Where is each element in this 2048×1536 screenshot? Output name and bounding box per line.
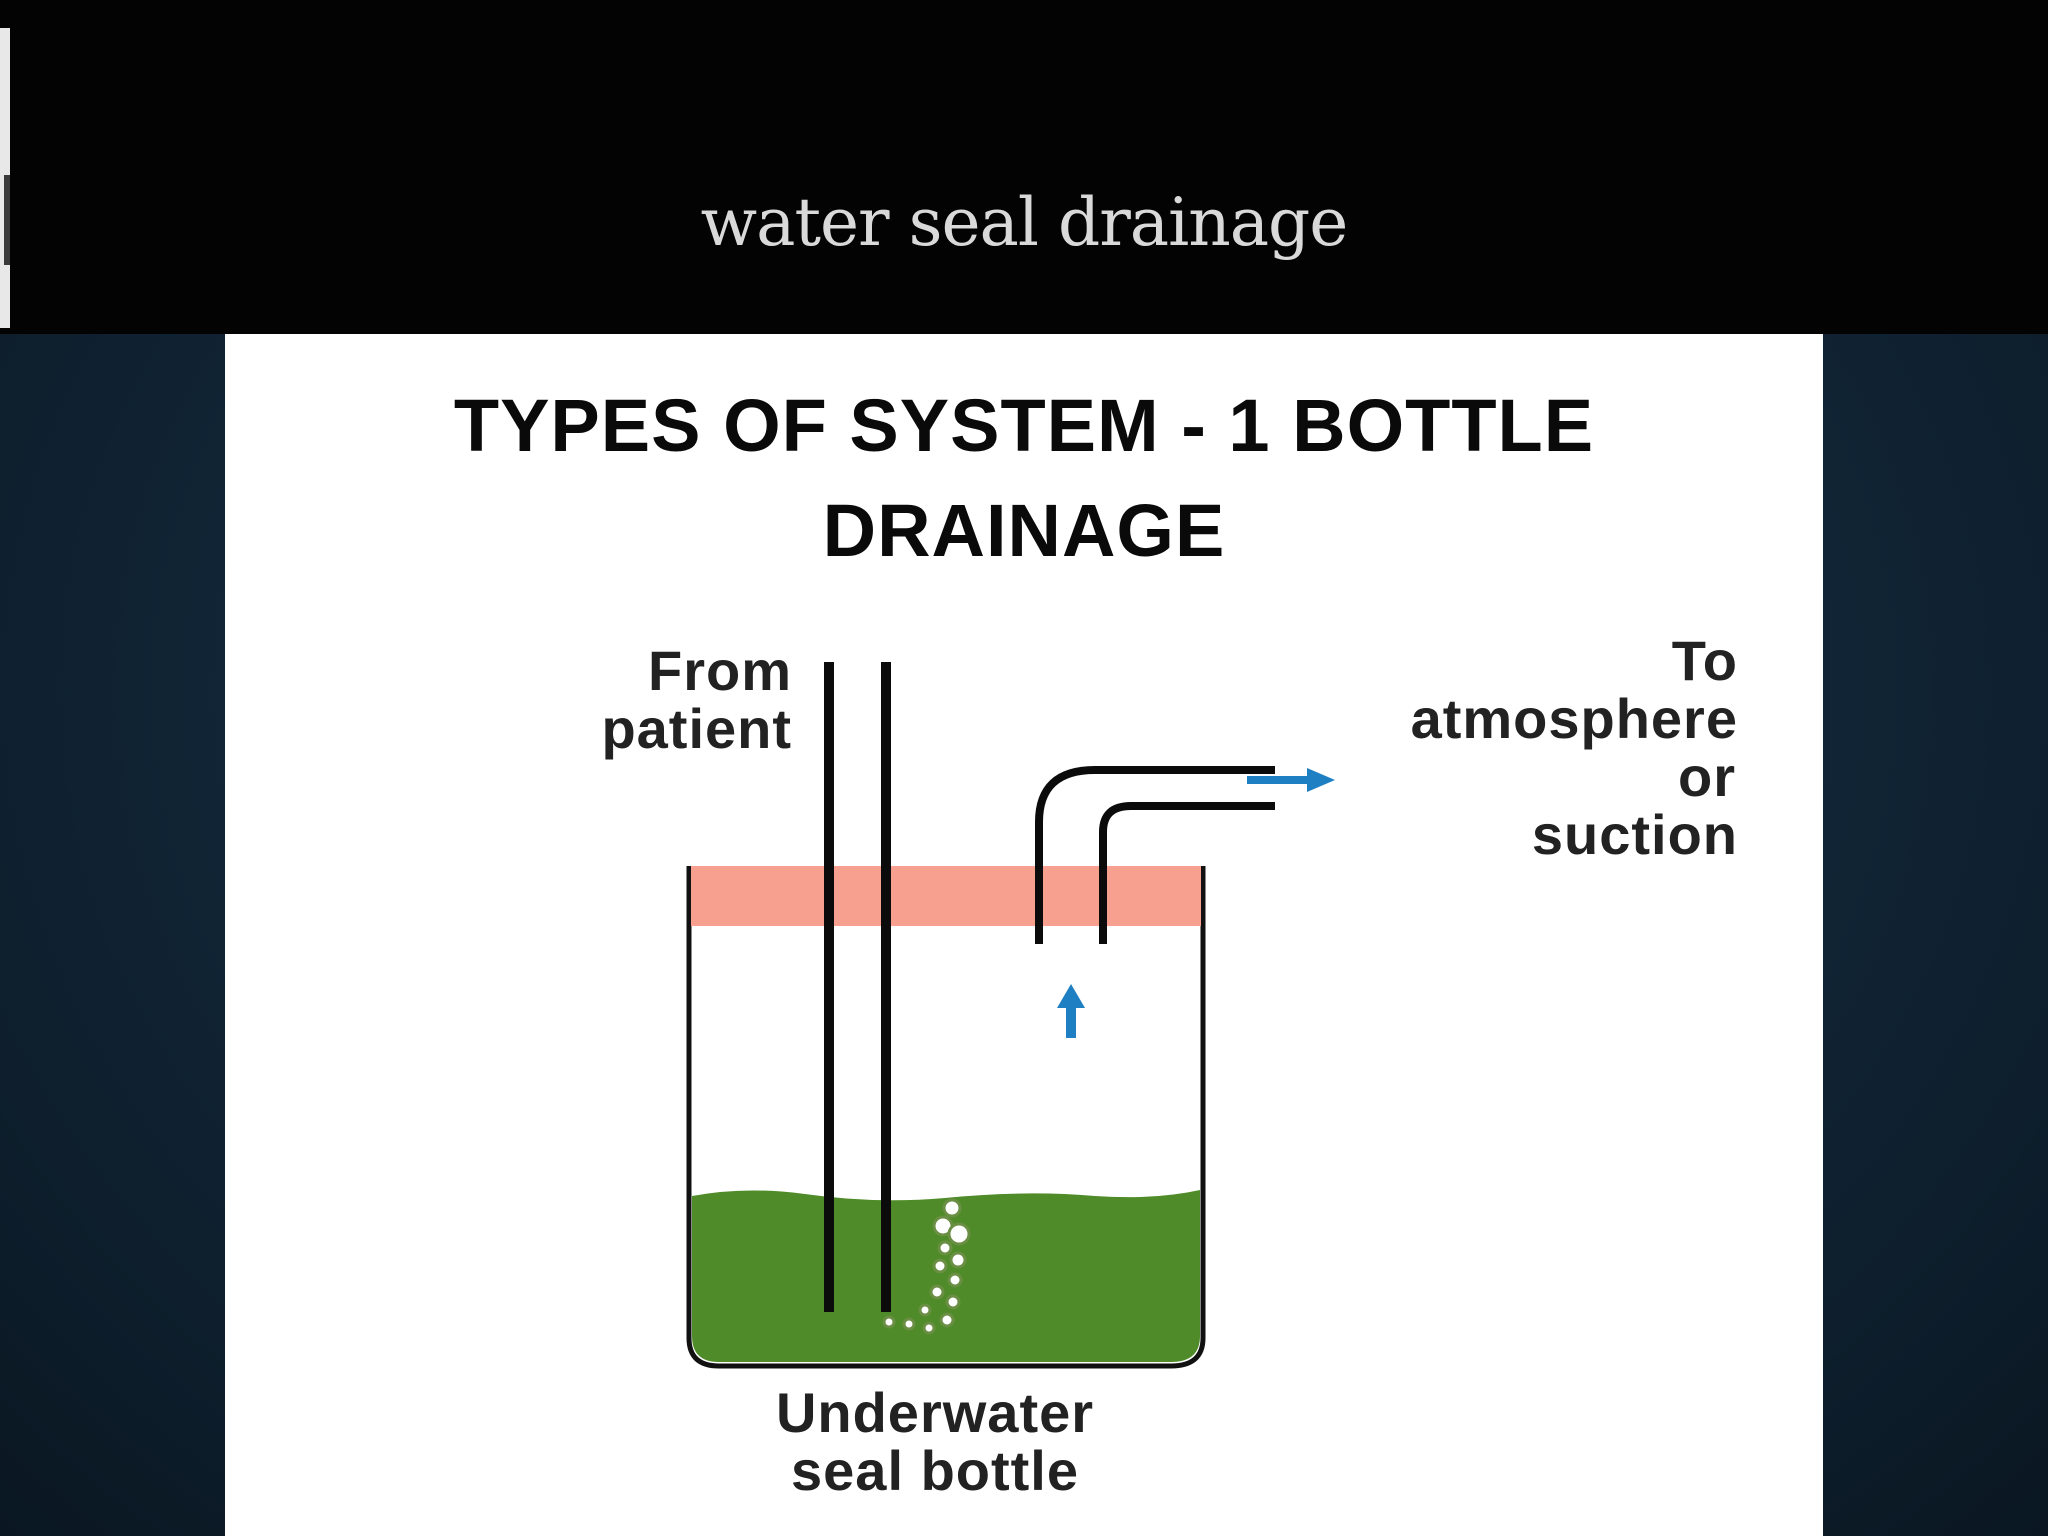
bottle-stopper	[691, 866, 1201, 926]
upflow-arrow	[1057, 984, 1085, 1038]
outlet-tube-inner	[1099, 802, 1275, 944]
air-bubbles	[882, 1198, 971, 1335]
left-edge-mark	[4, 175, 10, 265]
to-atmosphere-line-3: or	[1678, 745, 1736, 808]
to-atmosphere-line-1: To	[1671, 629, 1738, 692]
outflow-arrow	[1247, 768, 1335, 792]
bottle-outline	[686, 866, 1206, 1369]
header-band: water seal drainage	[0, 0, 2048, 334]
to-atmosphere-line-2: atmosphere	[1410, 687, 1738, 750]
diagram-panel: TYPES OF SYSTEM - 1 BOTTLE DRAINAGE From…	[225, 334, 1823, 1536]
from-patient-line-2: patient	[601, 697, 792, 760]
to-atmosphere-label: To atmosphere or suction	[925, 632, 1738, 864]
slide-heading: water seal drainage	[700, 184, 1349, 261]
from-patient-label: From patient	[225, 642, 792, 758]
diagram-canvas	[686, 662, 1335, 1369]
water	[692, 1190, 1200, 1362]
diagram-title-line-2: DRAINAGE	[822, 489, 1226, 572]
diagram-title-line-1: TYPES OF SYSTEM - 1 BOTTLE	[453, 384, 1595, 467]
bottle-label-line-2: seal bottle	[791, 1439, 1079, 1502]
bottle-label: Underwater seal bottle	[625, 1384, 1245, 1500]
to-atmosphere-line-4: suction	[1531, 803, 1738, 866]
bottle-label-line-1: Underwater	[775, 1381, 1095, 1444]
from-patient-line-1: From	[648, 639, 792, 702]
outlet-tube-outer	[1035, 766, 1275, 944]
